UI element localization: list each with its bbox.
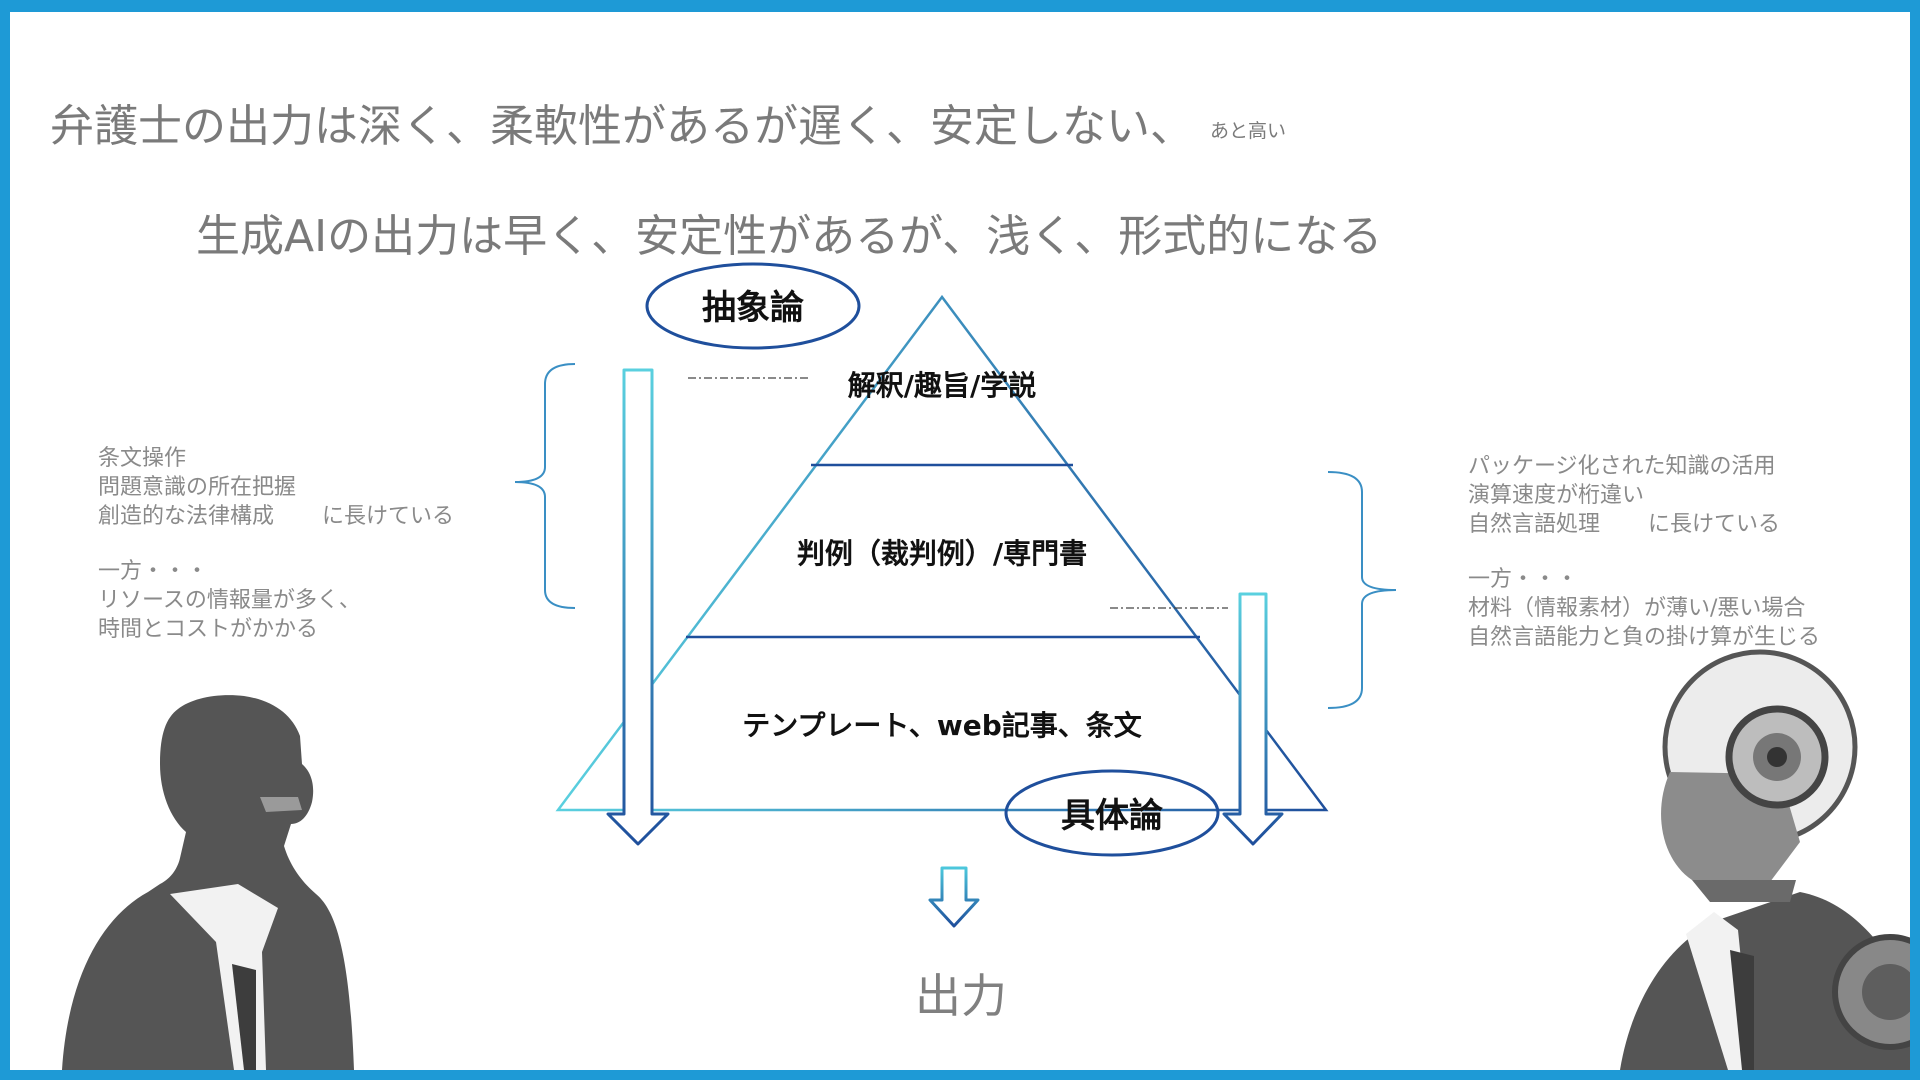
lawyer-strength: 創造的な法律構成に長けている — [98, 504, 455, 529]
ai-strength-suffix: に長けている — [1648, 512, 1781, 537]
lawyer-strength-suffix: に長けている — [322, 504, 455, 529]
lawyer-weakness-intro: 一方・・・ — [98, 559, 209, 584]
lawyer-headline-text: 弁護士の出力は深く、柔軟性があるが遅く、安定しない、 — [50, 101, 1194, 152]
slide: 弁護士の出力は深く、柔軟性があるが遅く、安定しない、あと高い 生成AIの出力は早… — [10, 12, 1910, 1070]
ai-weakness: 自然言語能力と負の掛け算が生じる — [1468, 625, 1821, 650]
output-label: 出力 — [915, 969, 1007, 1023]
lawyer-brace — [514, 363, 576, 609]
ai-headline: 生成AIの出力は早く、安定性があるが、浅く、形式的になる — [196, 211, 1383, 262]
lawyer-down-arrow — [606, 368, 670, 846]
concrete-badge-label: 具体論 — [1061, 796, 1163, 836]
lawyer-weakness: 時間とコストがかかる — [98, 617, 319, 642]
lawyer-strength: 問題意識の所在把握 — [98, 475, 297, 500]
lawyer-strength: 条文操作 — [98, 446, 187, 471]
lawyer-headline-note: あと高い — [1210, 120, 1287, 142]
lawyer-weakness: リソースの情報量が多く、 — [98, 588, 361, 613]
pyramid-diagram — [62, 262, 1910, 1070]
lawyer-figure — [62, 695, 354, 1070]
ai-notes: パッケージ化された知識の活用 演算速度が桁違い 自然言語処理に長けている 一方・… — [1468, 452, 1820, 652]
lawyer-notes: 条文操作 問題意識の所在把握 創造的な法律構成に長けている 一方・・・ リソース… — [98, 444, 454, 644]
tier-middle-label: 判例（裁判例）/専門書 — [796, 537, 1088, 570]
ai-brace — [1327, 471, 1397, 709]
ai-strength: 自然言語処理に長けている — [1468, 512, 1781, 537]
concrete-badge — [1004, 769, 1220, 857]
ai-strength: 演算速度が桁違い — [1468, 483, 1645, 508]
robot-figure — [1620, 649, 1910, 1070]
lawyer-headline: 弁護士の出力は深く、柔軟性があるが遅く、安定しない、あと高い — [50, 90, 1286, 154]
pyramid-shape — [555, 294, 1329, 812]
tier-top-label: 解釈/趣旨/学説 — [847, 369, 1037, 402]
output-arrow — [928, 866, 980, 928]
ai-down-arrow — [1222, 592, 1284, 846]
abstract-badge — [645, 262, 861, 350]
tier-bottom-label: テンプレート、web記事、条文 — [742, 709, 1142, 742]
abstract-badge-label: 抽象論 — [702, 288, 804, 328]
ai-weakness: 材料（情報素材）が薄い/悪い場合 — [1468, 596, 1806, 621]
ai-strength: パッケージ化された知識の活用 — [1468, 454, 1776, 479]
ai-weakness-intro: 一方・・・ — [1468, 567, 1579, 592]
